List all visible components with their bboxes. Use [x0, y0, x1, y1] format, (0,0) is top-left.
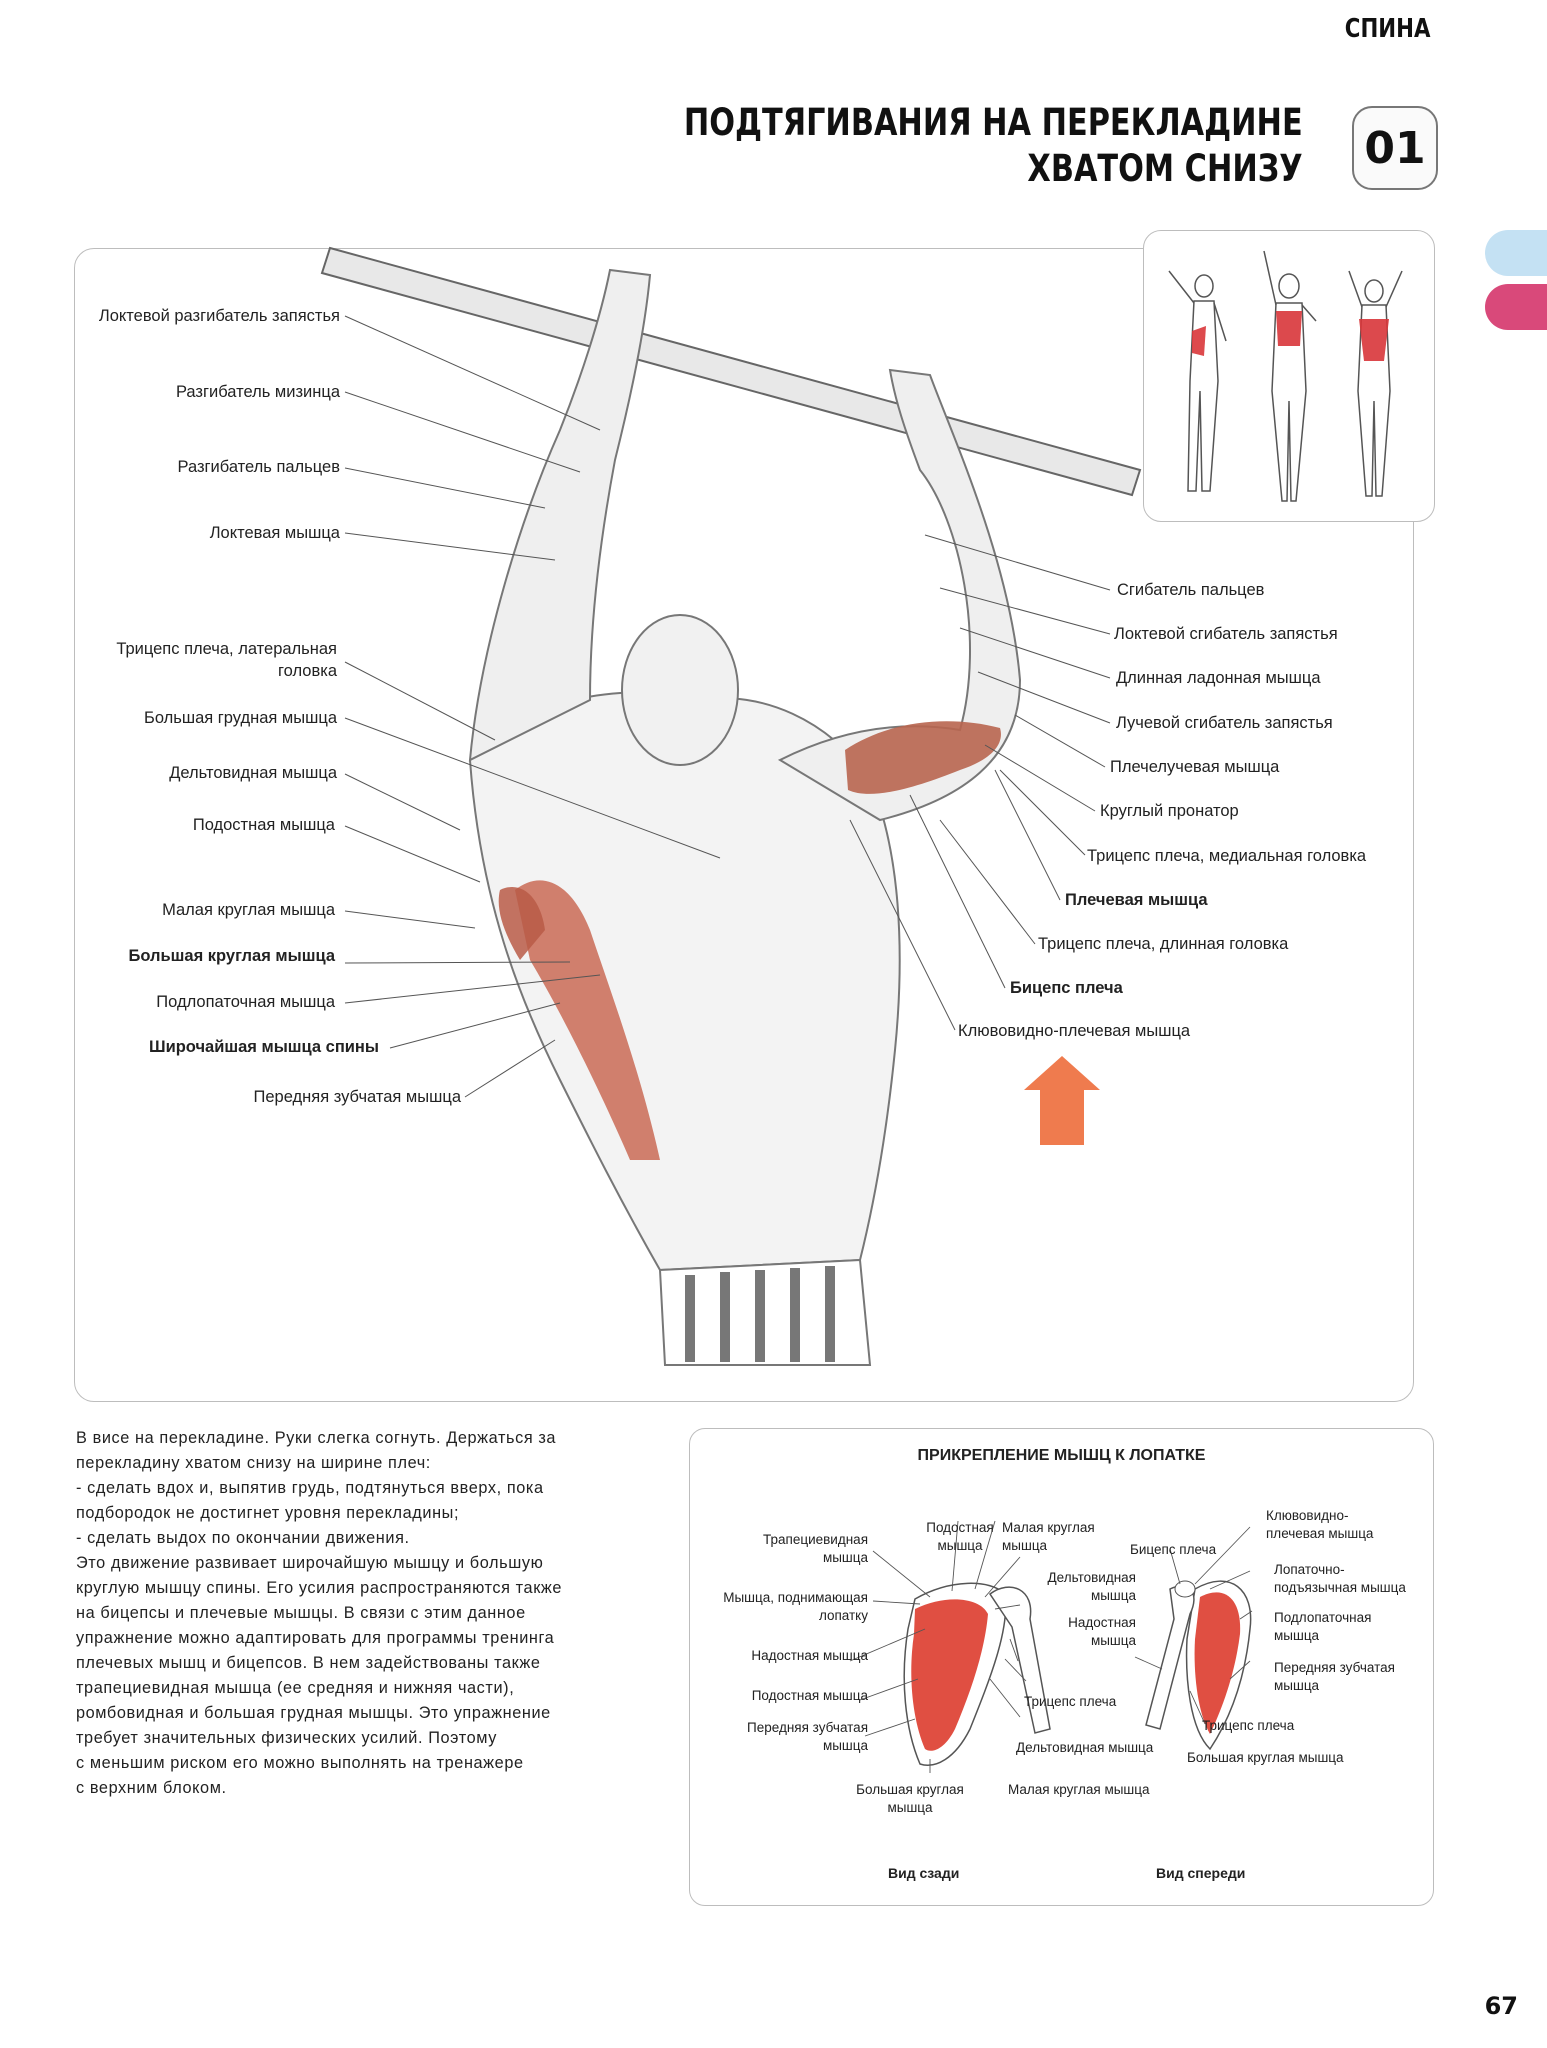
label-flexor-carpi-radialis: Лучевой сгибатель запястья	[1116, 714, 1333, 732]
latissimus-highlight	[515, 880, 660, 1160]
description-line: плечевых мышц и бицепсов. В нем задейств…	[76, 1654, 541, 1672]
exercise-number-badge: 01	[1352, 106, 1438, 190]
label-triceps-lateral: Трицепс плеча, латеральная	[116, 640, 337, 658]
exercise-description: В висе на перекладине. Руки слегка согну…	[76, 1426, 646, 1801]
attach-label-deltoid-back: Дельтовидная мышца	[1047, 1570, 1136, 1603]
label-serratus-anterior: Передняя зубчатая мышца	[253, 1088, 461, 1106]
label-infraspinatus: Подостная мышца	[192, 816, 335, 834]
attach-label-omohyoid: Лопаточно- подъязычная мышца	[1274, 1562, 1406, 1595]
label-biceps: Бицепс плеча	[1010, 979, 1123, 997]
attach-label-levator-scapulae: Мышца, поднимающая лопатку	[723, 1590, 868, 1623]
left-arm-outline	[468, 268, 652, 762]
label-teres-minor: Малая круглая мышца	[162, 901, 335, 919]
label-triceps-medial: Трицепс плеча, медиальная головка	[1087, 847, 1367, 865]
scapula-diagrams	[849, 1520, 1253, 1773]
attach-label-infraspinatus: Подостная мышца	[751, 1688, 868, 1703]
biceps-highlight	[845, 721, 1001, 794]
description-line: трапециевидная мышца (ее средняя и нижня…	[76, 1679, 515, 1697]
highlighted-back-muscles	[1192, 311, 1389, 361]
page-title-line-2: ХВАТОМ СНИЗУ	[1027, 147, 1303, 190]
page-title: ПОДТЯГИВАНИЯ НА ПЕРЕКЛАДИНЕ ХВАТОМ СНИЗУ	[684, 100, 1303, 192]
three-figures-illustration	[1168, 250, 1403, 502]
label-palmaris-longus: Длинная ладонная мышца	[1116, 669, 1321, 687]
view-front-caption: Вид спереди	[1156, 1865, 1246, 1881]
right-leader-lines	[849, 534, 1111, 1031]
label-anconeus: Локтевая мышца	[209, 524, 340, 542]
label-deltoid: Дельтовидная мышца	[169, 764, 337, 782]
section-label: СПИНА	[1344, 14, 1430, 44]
attach-label-triceps-front: Трицепс плеча	[1202, 1718, 1295, 1733]
section-tab-blue[interactable]	[1485, 230, 1547, 276]
scapula-front-muscle-area	[1194, 1592, 1241, 1734]
label-flexor-digitorum: Сгибатель пальцев	[1117, 581, 1265, 599]
label-latissimus-dorsi: Широчайшая мышца спины	[148, 1038, 379, 1056]
attach-label-teres-minor-top: Малая круглая мышца	[1002, 1520, 1095, 1553]
label-triceps-long: Трицепс плеча, длинная головка	[1038, 935, 1289, 953]
description-line: В висе на перекладине. Руки слегка согну…	[76, 1429, 557, 1447]
page-title-line-1: ПОДТЯГИВАНИЯ НА ПЕРЕКЛАДИНЕ	[684, 101, 1303, 144]
scapula-attachment-panel: ПРИКРЕПЛЕНИЕ МЫШЦ К ЛОПАТКЕ	[689, 1428, 1434, 1906]
label-extensor-digitorum: Разгибатель пальцев	[177, 458, 341, 476]
attachment-title: ПРИКРЕПЛЕНИЕ МЫШЦ К ЛОПАТКЕ	[917, 1447, 1206, 1464]
label-triceps-lateral-cont: головка	[278, 662, 337, 680]
attach-label-supraspinatus-mid: Надостная мышца	[1068, 1615, 1136, 1648]
attach-label-serratus-back: Передняя зубчатая мышца	[747, 1720, 868, 1753]
description-line: подбородок не достигнет уровня переклади…	[76, 1504, 460, 1522]
attach-label-triceps-back: Трицепс плеча	[1024, 1694, 1117, 1709]
back-view-leader-lines	[849, 1520, 1027, 1773]
attach-label-supraspinatus: Надостная мышца	[751, 1648, 868, 1663]
label-extensor-digiti-minimi: Разгибатель мизинца	[175, 383, 340, 401]
label-coracobrachialis: Клювовидно-плечевая мышца	[958, 1022, 1191, 1040]
description-line: перекладину хватом снизу на ширине плеч:	[76, 1454, 431, 1472]
attach-label-biceps-front: Бицепс плеча	[1130, 1542, 1217, 1557]
label-flexor-carpi-ulnaris: Локтевой сгибатель запястья	[1114, 625, 1338, 643]
label-teres-major: Большая круглая мышца	[128, 947, 336, 965]
label-subscapularis: Подлопаточная мышца	[156, 993, 335, 1011]
scapula-back-muscle-area	[911, 1599, 988, 1751]
shorts-stripes	[685, 1266, 835, 1362]
description-line: ромбовидная и большая грудная мышцы. Это…	[76, 1704, 551, 1722]
description-line: упражнение можно адаптировать для програ…	[76, 1629, 555, 1647]
description-line: - сделать выдох по окончании движения.	[76, 1529, 410, 1547]
description-line: с верхним блоком.	[76, 1779, 227, 1797]
label-pronator-teres: Круглый пронатор	[1100, 802, 1239, 820]
label-brachioradialis: Плечелучевая мышца	[1110, 758, 1280, 776]
muscle-overview-thumbnail	[1143, 230, 1435, 522]
pullup-bar	[320, 246, 1142, 497]
attach-label-infraspinatus-top: Подостная мышца	[926, 1520, 994, 1553]
label-brachialis: Плечевая мышца	[1065, 891, 1208, 909]
description-line: Это движение развивает широчайшую мышцу …	[76, 1554, 544, 1572]
section-tab-pink[interactable]	[1485, 284, 1547, 330]
description-line: с меньшим риском его можно выполнять на …	[76, 1754, 524, 1772]
front-view-leader-lines	[1134, 1526, 1253, 1725]
description-line: на бицепсы и плечевые мышцы. В связи с э…	[76, 1604, 526, 1622]
humerus-back	[988, 1586, 1051, 1734]
attach-label-teres-minor-bottom: Малая круглая мышца	[1008, 1782, 1150, 1797]
attach-label-trapezius: Трапециевидная мышца	[763, 1532, 868, 1565]
attach-label-deltoid-bottom: Дельтовидная мышца	[1016, 1740, 1154, 1755]
attach-label-serratus-front: Передняя зубчатая мышца	[1274, 1660, 1395, 1693]
head-outline	[621, 614, 739, 766]
description-line: требует значительных физических усилий. …	[76, 1729, 497, 1747]
view-back-caption: Вид сзади	[888, 1865, 960, 1881]
page-number: 67	[1484, 1992, 1518, 2020]
label-extensor-carpi-ulnaris: Локтевой разгибатель запястья	[98, 307, 340, 325]
label-pectoralis-major: Большая грудная мышца	[143, 709, 337, 727]
left-leader-lines	[344, 315, 721, 1098]
attach-label-teres-major-front: Большая круглая мышца	[1187, 1750, 1344, 1765]
teres-major-highlight	[498, 886, 545, 960]
upward-arrow	[1024, 1056, 1100, 1145]
description-line: круглую мышцу спины. Его усилия распрост…	[76, 1579, 563, 1597]
attach-label-teres-major-back: Большая круглая мышца	[856, 1782, 964, 1815]
attach-label-subscapularis: Подлопаточная мышца	[1274, 1610, 1372, 1643]
attach-label-coracobrachialis: Клювовидно- плечевая мышца	[1266, 1508, 1374, 1541]
description-line: - сделать вдох и, выпятив грудь, подтяну…	[76, 1479, 544, 1497]
